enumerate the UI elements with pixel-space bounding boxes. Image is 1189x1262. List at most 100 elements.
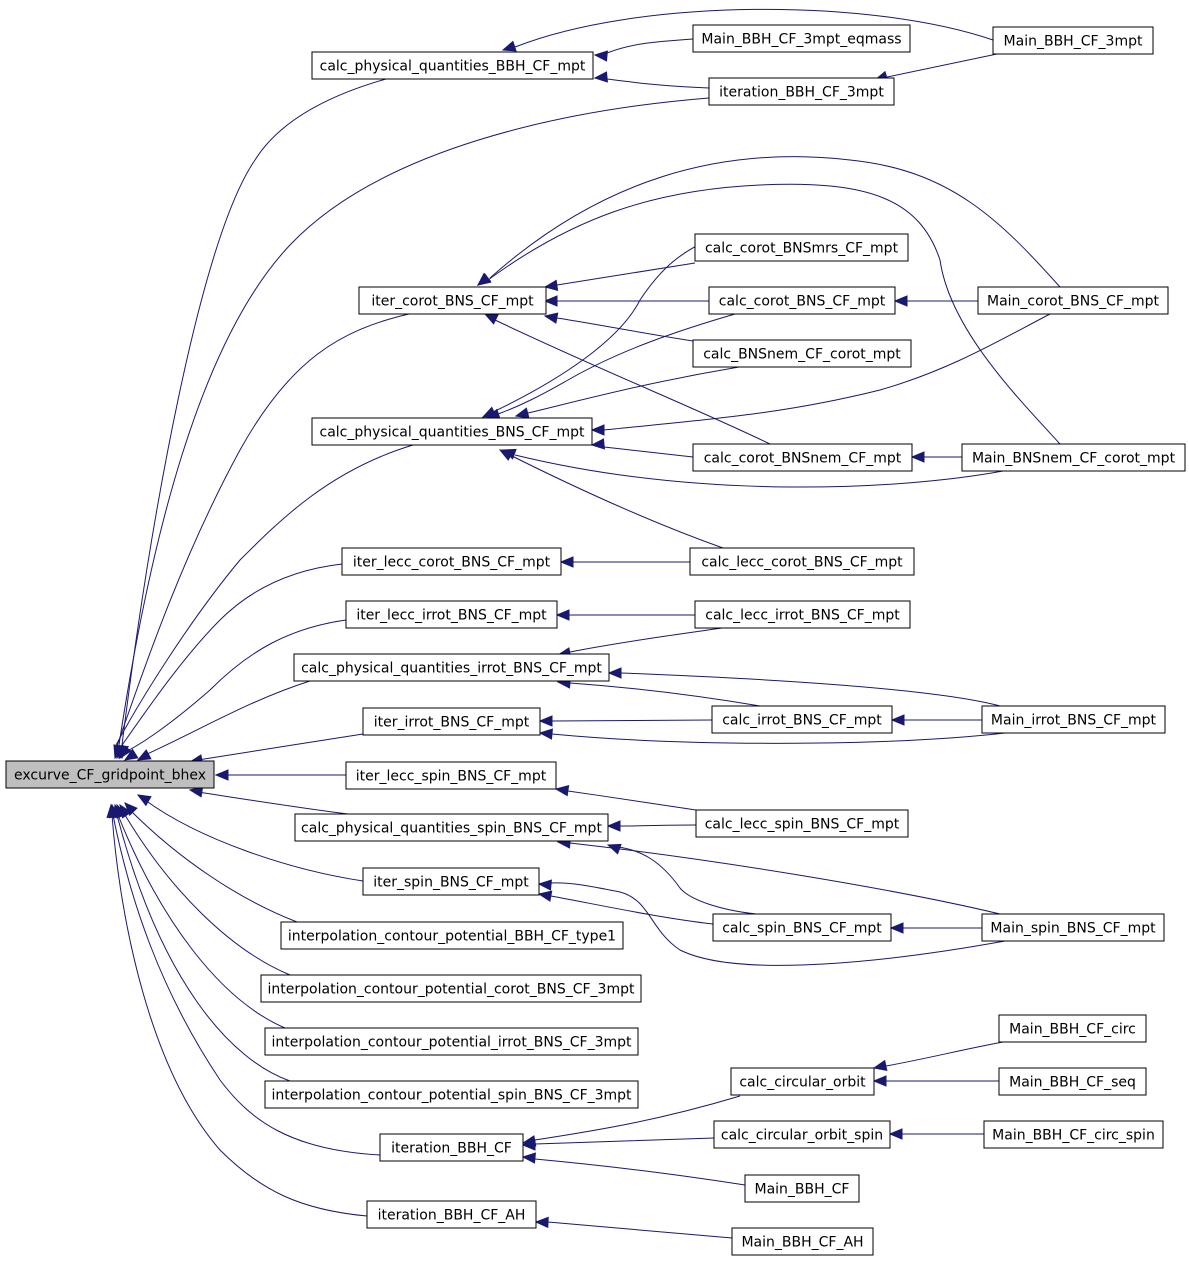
edge-arrowhead [543,312,559,324]
call-edge [119,803,291,976]
call-edge [593,38,694,62]
node-interp-spin[interactable]: interpolation_contour_potential_spin_BNS… [264,1080,639,1109]
node-main-bbh-3mpt[interactable]: Main_BBH_CF_3mpt [992,26,1154,55]
edge-arrowhead [607,667,622,679]
node-cpq-irrot[interactable]: calc_physical_quantities_irrot_BNS_CF_mp… [293,653,610,682]
node-calc-corot-bnsmrs[interactable]: calc_corot_BNSmrs_CF_mpt [694,233,909,262]
node-calc-corot-bnsnem[interactable]: calc_corot_BNSnem_CF_mpt [692,443,913,472]
node-box [341,547,562,576]
node-cpq-bns[interactable]: calc_physical_quantities_BNS_CF_mpt [311,417,593,446]
node-label: interpolation_contour_potential_spin_BNS… [271,1088,632,1104]
node-interp-bbh-type1[interactable]: interpolation_contour_potential_BBH_CF_t… [280,921,624,950]
edge-line [619,824,697,827]
node-iteration-bbh-3mpt[interactable]: iteration_BBH_CF_3mpt [708,77,895,106]
node-calc-bnsnem-corot[interactable]: calc_BNSnem_CF_corot_mpt [692,339,912,368]
node-box [694,233,909,262]
edge-arrowhead [476,273,492,286]
edge-line [885,1041,1004,1067]
node-main-spin[interactable]: Main_spin_BNS_CF_mpt [981,913,1165,942]
node-interp-irrot[interactable]: interpolation_contour_potential_irrot_BN… [264,1027,639,1056]
edge-arrowhead [890,714,905,726]
node-iteration-bbh[interactable]: iteration_BBH_CF [379,1133,524,1162]
node-calc-lecc-irrot[interactable]: calc_lecc_irrot_BNS_CF_mpt [694,600,911,629]
node-interp-corot[interactable]: interpolation_contour_potential_corot_BN… [260,974,642,1003]
edge-line [569,842,1001,915]
edge-arrowhead [501,40,517,52]
edge-arrowhead [537,879,552,891]
call-edge [872,1075,999,1087]
edge-line [489,156,1061,288]
edge-line [534,1137,715,1145]
node-iter-corot[interactable]: iter_corot_BNS_CF_mpt [358,286,547,315]
node-iter-lecc-irrot[interactable]: iter_lecc_irrot_BNS_CF_mpt [345,600,558,629]
node-cpq-spin[interactable]: calc_physical_quantities_spin_BNS_CF_mpt [294,813,609,842]
node-iteration-bbh-ah[interactable]: iteration_BBH_CF_AH [366,1200,537,1229]
node-iter-irrot[interactable]: iter_irrot_BNS_CF_mpt [362,707,541,736]
edge-line [197,733,364,761]
node-main-bbh-3mpt-eqmass[interactable]: Main_BBH_CF_3mpt_eqmass [692,24,911,53]
node-calc-irrot[interactable]: calc_irrot_BNS_CF_mpt [711,705,893,734]
node-iter-lecc-corot[interactable]: iter_lecc_corot_BNS_CF_mpt [341,547,562,576]
node-box [998,1014,1147,1043]
edge-arrowhead [538,728,553,740]
node-calc-corot-bns[interactable]: calc_corot_BNS_CF_mpt [708,286,896,315]
call-edge [872,1041,1004,1072]
edge-arrowhead [537,890,553,902]
call-edge [607,667,1001,707]
call-edge [554,785,697,811]
edge-arrowhead [123,748,139,761]
node-calc-lecc-corot[interactable]: calc_lecc_corot_BNS_CF_mpt [689,547,915,576]
node-label: calc_lecc_corot_BNS_CF_mpt [701,555,903,571]
node-box [977,286,1169,315]
node-box [708,77,895,106]
node-main-corot-bns[interactable]: Main_corot_BNS_CF_mpt [977,286,1169,315]
node-cpq-bbh-mpt[interactable]: calc_physical_quantities_BBH_CF_mpt [311,51,594,80]
node-label: calc_lecc_irrot_BNS_CF_mpt [705,608,900,624]
node-label: Main_BBH_CF_seq [1009,1075,1136,1091]
node-calc-circular-orbit-spin[interactable]: calc_circular_orbit_spin [713,1120,891,1149]
node-label: excurve_CF_gridpoint_bhex [14,768,206,784]
edge-line [551,732,1006,744]
edge-line [569,682,761,707]
node-box [379,1133,524,1162]
edge-arrowhead [521,1139,536,1151]
node-box [264,1080,639,1109]
call-edge [501,8,994,52]
node-calc-circular-orbit[interactable]: calc_circular_orbit [730,1067,875,1096]
node-main-bbh[interactable]: Main_BBH_CF [744,1174,860,1203]
node-main-bbh-seq[interactable]: Main_BBH_CF_seq [998,1067,1147,1096]
node-label: calc_corot_BNSnem_CF_mpt [704,451,902,467]
call-edge [606,843,757,915]
node-box [311,51,594,80]
node-main-bbh-ah[interactable]: Main_BBH_CF_AH [731,1227,874,1256]
node-main-irrot[interactable]: Main_irrot_BNS_CF_mpt [981,705,1166,734]
node-calc-lecc-spin[interactable]: calc_lecc_spin_BNS_CF_mpt [695,809,909,838]
call-edge [188,786,349,815]
node-main-bnsnem-corot[interactable]: Main_BNSnem_CF_corot_mpt [961,443,1186,472]
node-label: calc_physical_quantities_spin_BNS_CF_mpt [301,821,602,837]
edge-line [497,313,736,415]
call-edge [893,295,979,307]
node-box [345,600,558,629]
edge-line [556,262,696,286]
node-iter-spin[interactable]: iter_spin_BNS_CF_mpt [362,867,540,896]
edge-arrowhead [590,438,605,450]
edge-line [509,454,724,549]
node-main-bbh-circ-spin[interactable]: Main_BBH_CF_circ_spin [983,1120,1164,1149]
node-label: Main_BBH_CF_3mpt [1004,34,1143,50]
node-label: Main_BBH_CF_3mpt_eqmass [701,32,901,48]
edge-line [144,799,364,882]
edge-arrowhead [534,1216,549,1229]
node-box [362,707,541,736]
edges [106,8,1061,1239]
node-box [712,913,892,942]
edge-arrowhead [559,556,574,568]
edge-line [121,78,387,746]
node-box [294,813,609,842]
node-iter-lecc-spin[interactable]: iter_lecc_spin_BNS_CF_mpt [345,761,557,790]
node-calc-spin[interactable]: calc_spin_BNS_CF_mpt [712,913,892,942]
node-box [689,547,915,576]
node-label: calc_physical_quantities_BBH_CF_mpt [320,59,586,75]
node-root[interactable]: excurve_CF_gridpoint_bhex [5,760,215,789]
node-main-bbh-circ[interactable]: Main_BBH_CF_circ [998,1014,1147,1043]
